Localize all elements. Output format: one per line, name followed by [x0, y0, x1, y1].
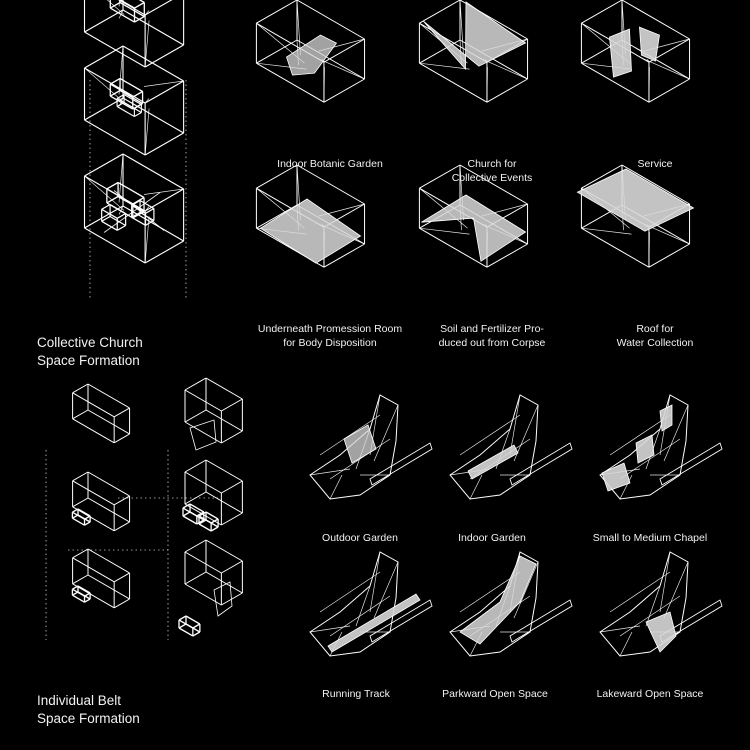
caption-indoor-garden: Indoor Garden	[458, 532, 526, 544]
caption-church-collective-events: Church for Collective Events	[451, 158, 533, 184]
church-indoor-botanic-garden	[255, 0, 366, 103]
church-service	[580, 0, 691, 103]
belt-connectors	[45, 450, 218, 640]
collective-title: Collective Church Space Formation	[37, 335, 143, 368]
caption-promession-room: Underneath Promession Room for Body Disp…	[257, 323, 403, 349]
belt-running-track	[309, 551, 433, 657]
stack-connectors	[89, 80, 187, 300]
stack-box-top	[83, 0, 185, 68]
caption-outdoor-garden: Outdoor Garden	[322, 532, 398, 544]
stack-box-middle	[83, 45, 185, 156]
caption-parkward-open-space: Parkward Open Space	[442, 688, 548, 700]
caption-running-track: Running Track	[322, 688, 390, 700]
caption-indoor-botanic-garden: Indoor Botanic Garden	[277, 158, 383, 170]
caption-small-medium-chapel: Small to Medium Chapel	[592, 532, 708, 544]
church-soil-fertilizer	[418, 164, 529, 268]
stack-box-bottom	[83, 153, 185, 264]
church-collective-events	[418, 0, 529, 103]
caption-service: Service	[637, 158, 673, 170]
belt-outdoor-garden	[309, 394, 433, 500]
church-roof-water	[576, 164, 695, 268]
belt-indoor-garden	[449, 394, 573, 500]
belt-small-medium-chapel	[599, 394, 723, 500]
caption-roof-water: Roof for Water Collection	[616, 323, 694, 349]
belt-box-3	[71, 548, 131, 609]
belt-box-5	[182, 459, 243, 532]
belt-parkward-open-space	[449, 551, 573, 657]
caption-lakeward-open-space: Lakeward Open Space	[596, 688, 704, 700]
belt-lakeward-open-space	[599, 551, 723, 657]
belt-box-4	[184, 377, 243, 451]
belt-box-6	[178, 539, 243, 637]
church-promession-room	[255, 164, 366, 268]
belt-box-1	[72, 383, 131, 444]
individual-title: Individual Belt Space Formation	[37, 693, 140, 726]
caption-soil-fertilizer: Soil and Fertilizer Pro- duced out from …	[438, 323, 546, 349]
belt-box-2	[71, 471, 131, 532]
